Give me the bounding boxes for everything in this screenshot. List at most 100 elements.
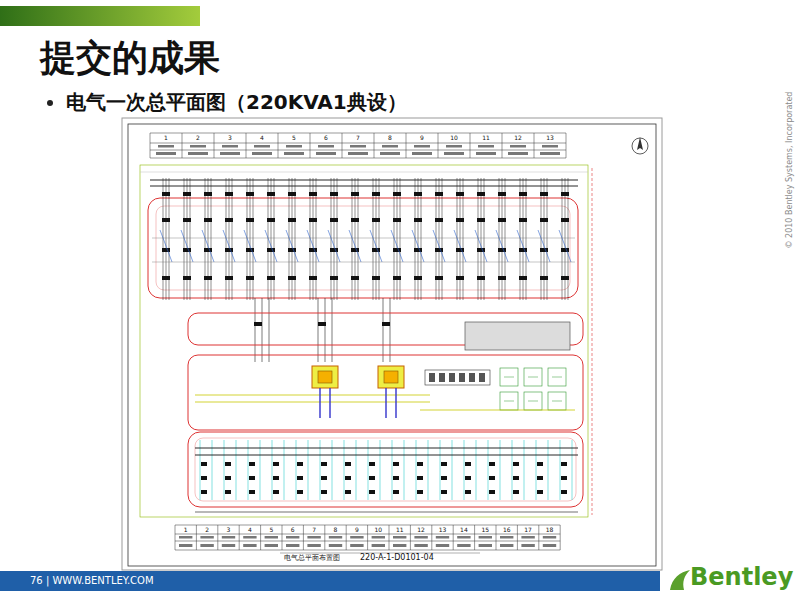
breaker-symbol [513, 490, 519, 494]
logo-text: Bentley [690, 564, 793, 590]
breaker-symbol [382, 322, 390, 326]
table-number: 5 [278, 135, 310, 142]
bay-conductor [169, 178, 170, 300]
bay-conductor [392, 440, 393, 500]
bay-conductor [505, 178, 506, 300]
building-block [425, 370, 490, 385]
equipment-cabinet [479, 373, 485, 382]
transformer-lead [329, 388, 330, 418]
breaker-symbol [351, 248, 359, 252]
breaker-symbol [204, 218, 212, 222]
breaker-symbol [345, 462, 351, 466]
table-number: 8 [325, 527, 346, 534]
breaker-symbol [246, 218, 254, 222]
lead-conductor [269, 298, 270, 362]
bay-conductor [271, 178, 272, 300]
bay-conductor [568, 178, 569, 300]
equipment-mark [504, 401, 514, 402]
lead-conductor [332, 298, 333, 362]
table-rule [175, 525, 176, 550]
table-cell-text-mark [393, 536, 406, 539]
table-rule [431, 525, 432, 550]
table-cell-text-mark [200, 536, 213, 539]
table-cell-text-mark [540, 152, 560, 155]
table-number: 7 [342, 135, 374, 142]
table-rule [374, 133, 375, 158]
lead-conductor [383, 298, 384, 362]
table-cell-text-mark [436, 544, 449, 547]
table-cell-text-mark [158, 145, 174, 148]
table-rule [282, 525, 283, 550]
equipment-cabinet [429, 373, 435, 382]
table-cell-text-mark [254, 145, 270, 148]
breaker-symbol [435, 248, 443, 252]
road-outline [188, 432, 583, 507]
breaker-symbol [414, 248, 422, 252]
drawing-number: 220-A-1-D0101-04 [360, 554, 434, 563]
table-cell-text-mark [393, 544, 406, 547]
breaker-symbol [372, 276, 380, 280]
bay-conductor [565, 178, 566, 300]
header-bar [0, 6, 200, 26]
breaker-symbol [561, 218, 569, 222]
equipment-cabinet [469, 373, 475, 382]
bay-conductor [166, 178, 167, 300]
table-cell-text-mark [414, 536, 427, 539]
bay-conductor [400, 178, 401, 300]
table-cell-text-mark [479, 536, 492, 539]
fence-line [592, 168, 593, 515]
breaker-symbol [561, 490, 567, 494]
table-cell-text-mark [243, 536, 256, 539]
bay-conductor [452, 440, 453, 500]
bay-link [160, 230, 172, 262]
equipment-cabinet [548, 368, 566, 386]
table-cell-text-mark [265, 536, 278, 539]
table-cell-text-mark [179, 536, 192, 539]
table-rule [342, 133, 343, 158]
table-cell-text-mark [286, 544, 299, 547]
bay-conductor [320, 440, 321, 500]
breaker-symbol [183, 276, 191, 280]
bay-conductor [523, 178, 524, 300]
table-rule [389, 525, 390, 550]
table-rule [367, 525, 368, 550]
breaker-symbol [465, 476, 471, 480]
breaker-symbol [162, 218, 170, 222]
table-rule [246, 133, 247, 158]
bay-link [349, 230, 361, 262]
breaker-symbol [417, 462, 423, 466]
breaker-symbol [393, 248, 401, 252]
breaker-symbol [297, 476, 303, 480]
breaker-symbol [513, 462, 519, 466]
breaker-symbol [204, 192, 212, 196]
table-cell-text-mark [380, 152, 400, 155]
bay-conductor [500, 440, 501, 500]
cable-trench [420, 410, 575, 411]
breaker-symbol [435, 218, 443, 222]
breaker-symbol [519, 248, 527, 252]
busbar [150, 186, 578, 187]
breaker-symbol [225, 218, 233, 222]
cable-trench [195, 402, 430, 403]
table-cell-text-mark [436, 536, 449, 539]
breaker-symbol [273, 462, 279, 466]
table-cell-text-mark [190, 145, 206, 148]
table-cell-text-mark [348, 152, 368, 155]
road-outline [195, 438, 576, 501]
breaker-symbol [345, 490, 351, 494]
breaker-symbol [321, 476, 327, 480]
table-rule [410, 525, 411, 550]
breaker-symbol [561, 248, 569, 252]
table-cell-text-mark [372, 544, 385, 547]
breaker-symbol [435, 276, 443, 280]
table-cell-text-mark [156, 152, 176, 155]
table-number: 9 [346, 527, 367, 534]
breaker-symbol [441, 490, 447, 494]
breaker-symbol [249, 490, 255, 494]
breaker-symbol [537, 490, 543, 494]
breaker-symbol [225, 192, 233, 196]
breaker-symbol [561, 192, 569, 196]
bay-conductor [572, 440, 573, 500]
table-rule [438, 133, 439, 158]
table-number: 3 [218, 527, 239, 534]
